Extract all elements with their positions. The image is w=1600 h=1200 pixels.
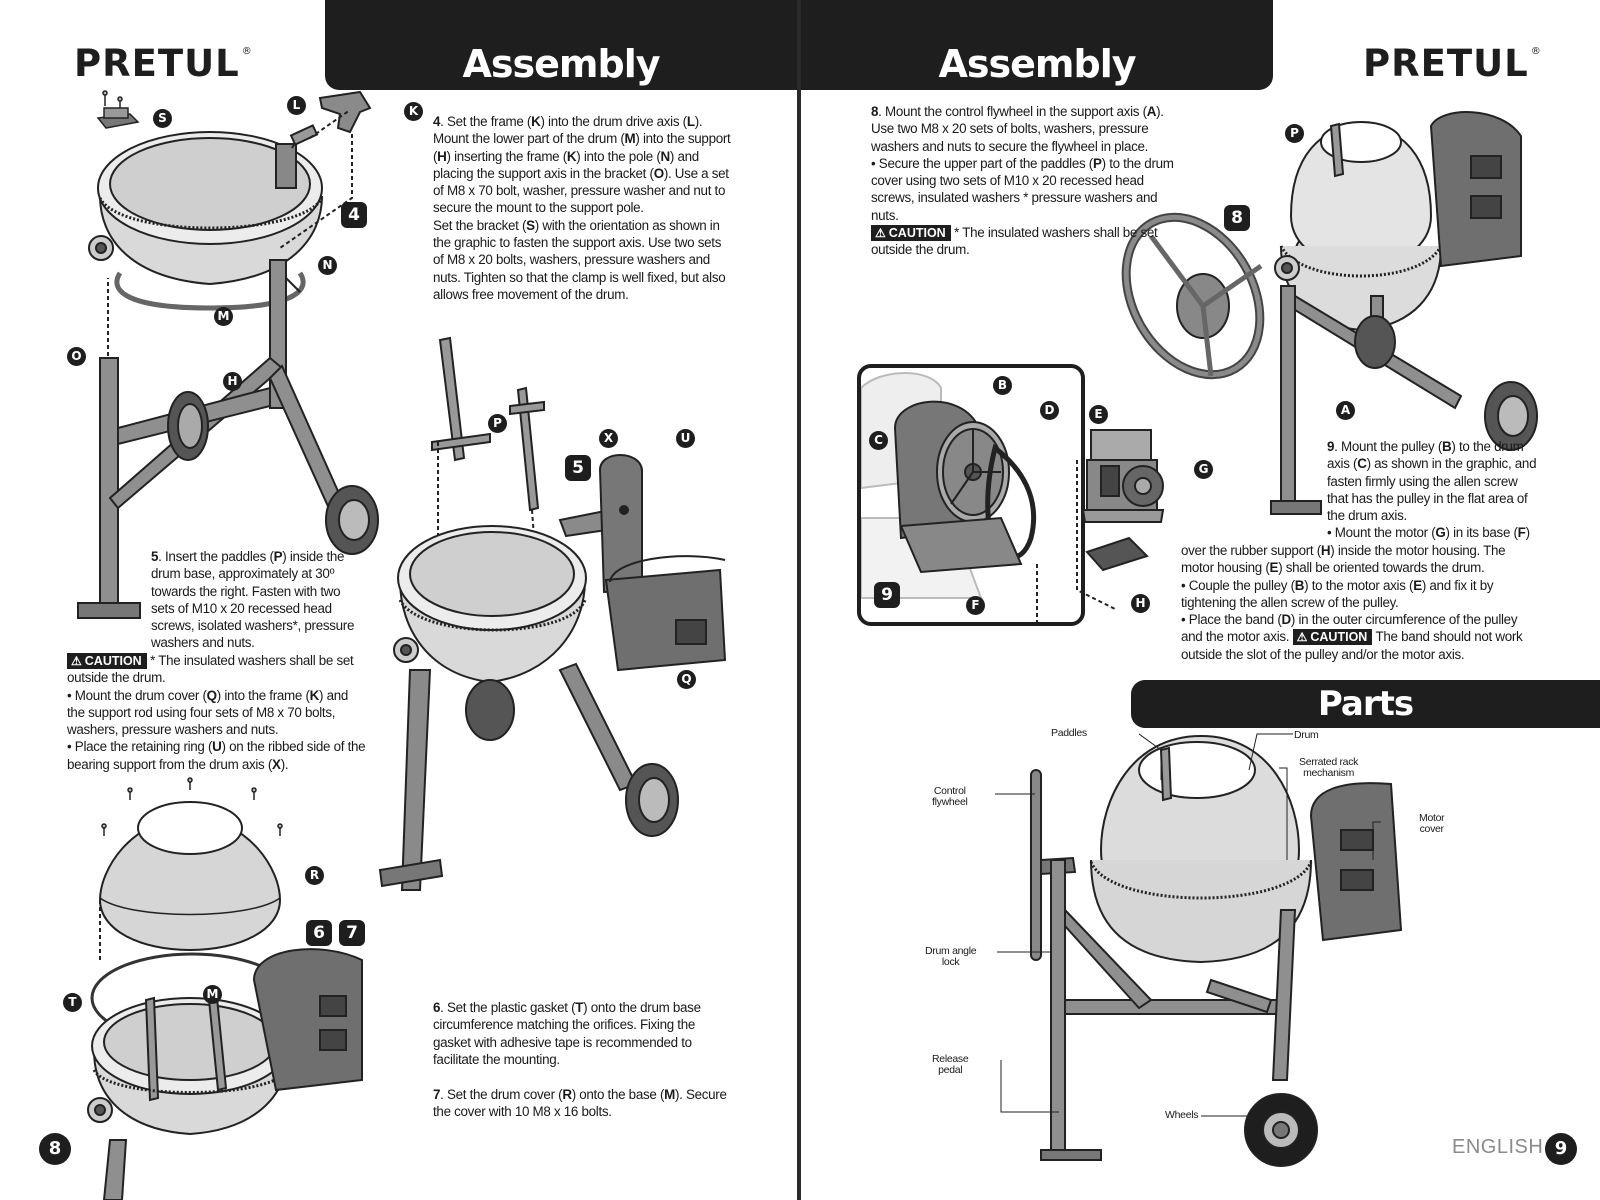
- step-badge-6: 6: [306, 920, 332, 946]
- callout-h: H: [223, 372, 242, 391]
- callout-d: D: [1040, 401, 1059, 420]
- callout-n: N: [318, 256, 337, 275]
- step6-instructions: 6. Set the plastic gasket (T) onto the d…: [433, 1000, 701, 1067]
- step4-paragraph-2: Mount the lower part of the drum (M) int…: [433, 131, 731, 216]
- step4-paragraph-3: Set the bracket (S) with the orientation…: [433, 217, 726, 302]
- callout-t: T: [63, 993, 82, 1012]
- callout-a: A: [1336, 401, 1355, 420]
- callout-h: H: [1131, 594, 1150, 613]
- language-label: ENGLISH: [1452, 1136, 1544, 1158]
- step8-paragraph-2: • Secure the upper part of the paddles (…: [871, 155, 1174, 223]
- callout-b: B: [993, 376, 1012, 395]
- parts-title: Parts: [1317, 684, 1414, 724]
- step9-paragraph-4: • Place the band (D) in the outer circum…: [1181, 612, 1523, 662]
- step9-paragraph-2: over the rubber support (H) inside the m…: [1181, 543, 1506, 576]
- step-badge-8: 8: [1224, 205, 1250, 231]
- callout-s: S: [153, 109, 172, 128]
- step9-paragraph-3: • Couple the pulley (B) to the motor axi…: [1181, 577, 1494, 610]
- page-number: 8: [39, 1133, 71, 1165]
- step4-illustration: [77, 90, 379, 619]
- callout-m: M: [214, 307, 233, 326]
- step9-intro: 9. Mount the pulley (B) to the drum axis…: [1327, 439, 1537, 541]
- label-wheels: Wheels: [1165, 1109, 1199, 1121]
- brand-logo: PRETUL®: [1363, 42, 1542, 85]
- assembly-title-banner: Assembly: [801, 0, 1273, 90]
- step7-instructions: 7. Set the drum cover (R) onto the base …: [433, 1087, 727, 1120]
- step67-illustration: [87, 777, 363, 1200]
- caution-badge: ⚠CAUTION: [1292, 629, 1373, 646]
- step5-instructions: ⚠CAUTION * The insulated washers shall b…: [67, 652, 367, 773]
- label-drum: Drum: [1294, 729, 1319, 741]
- callout-g: G: [1194, 460, 1213, 479]
- callout-m-base: M: [203, 985, 222, 1004]
- page-number: 9: [1545, 1133, 1577, 1165]
- brand-logo: PRETUL®: [74, 42, 253, 85]
- step8-illustration: [1121, 111, 1538, 515]
- callout-o: O: [67, 347, 86, 366]
- callout-f: F: [966, 596, 985, 615]
- parts-diagram: [995, 733, 1403, 1167]
- step9-instructions: over the rubber support (H) inside the m…: [1181, 542, 1541, 663]
- right-page: Assembly PRETUL®: [801, 0, 1600, 1200]
- step4-instructions: 4. Set the frame (K) into the drum drive…: [433, 113, 733, 303]
- caution-badge: ⚠CAUTION: [67, 653, 147, 669]
- step5-caution: ⚠CAUTION * The insulated washers shall b…: [67, 653, 354, 686]
- callout-k: K: [404, 102, 423, 121]
- page-title: Assembly: [462, 42, 660, 86]
- step8-caution: ⚠CAUTION * The insulated washers shall b…: [871, 225, 1158, 258]
- step5-illustration: [378, 336, 727, 891]
- step4-paragraph-1: 4. Set the frame (K) into the drum drive…: [433, 114, 703, 129]
- step8-paragraph-1: 8. Mount the control flywheel in the sup…: [871, 104, 1164, 154]
- warning-icon: ⚠: [71, 654, 82, 668]
- caution-badge: ⚠CAUTION: [871, 225, 951, 242]
- step8-instructions: 8. Mount the control flywheel in the sup…: [871, 103, 1181, 259]
- motor-illustration: [1076, 429, 1165, 611]
- step5-bullet-1: • Mount the drum cover (Q) into the fram…: [67, 687, 349, 738]
- step-badge-9: 9: [874, 582, 900, 608]
- step5-intro: 5. Insert the paddles (P) inside the dru…: [151, 549, 355, 651]
- page-title: Assembly: [938, 42, 1136, 86]
- left-page: PRETUL® Assembly: [0, 0, 797, 1200]
- warning-icon: ⚠: [875, 226, 886, 241]
- callout-p: P: [1285, 124, 1304, 143]
- step-badge-4: 4: [341, 202, 367, 228]
- pulley-illustration: [861, 372, 1038, 622]
- callout-r: R: [305, 866, 324, 885]
- label-paddles: Paddles: [1051, 727, 1087, 739]
- callout-e: E: [1089, 405, 1108, 424]
- callout-q: Q: [677, 670, 696, 689]
- step5-bullet-2: • Place the retaining ring (U) on the ri…: [67, 739, 366, 772]
- callout-p: P: [488, 414, 507, 433]
- callout-x: X: [599, 429, 618, 448]
- parts-title-banner: Parts: [1131, 680, 1600, 728]
- assembly-title-banner: Assembly: [325, 0, 797, 90]
- step-badge-5: 5: [565, 455, 591, 481]
- step-badge-7: 7: [339, 920, 365, 946]
- spine-divider: [797, 0, 801, 1200]
- warning-icon: ⚠: [1296, 630, 1308, 645]
- callout-c: C: [869, 431, 888, 450]
- callout-l: L: [287, 96, 306, 115]
- callout-u: U: [676, 429, 695, 448]
